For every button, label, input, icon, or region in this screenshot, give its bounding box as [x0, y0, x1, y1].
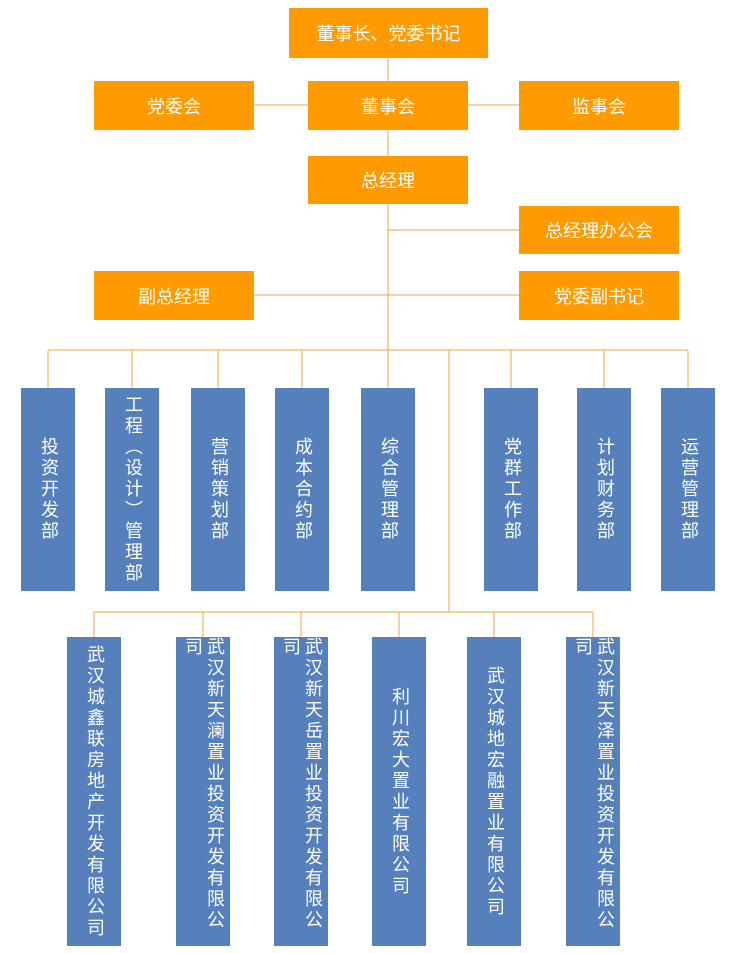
department-box: 成本合约部 — [275, 388, 329, 591]
gm-office-box: 总经理办公会 — [519, 206, 679, 254]
department-label: 营销策划部 — [208, 437, 229, 542]
department-label: 工程（设计）管理部 — [122, 395, 143, 584]
subsidiary-label: 武汉城地宏融置业有限公司 — [484, 665, 505, 918]
subsidiary-box: 武汉新天泽置业投资开发有限公司 — [566, 637, 620, 946]
subsidiary-box: 武汉城鑫联房地产开发有限公司 — [67, 637, 121, 946]
department-box: 工程（设计）管理部 — [105, 388, 159, 591]
department-label: 综合管理部 — [378, 437, 399, 542]
general-manager-label: 总经理 — [361, 171, 415, 192]
board-box: 董事会 — [308, 81, 468, 130]
subsidiary-box: 利川宏大置业有限公司 — [372, 637, 426, 946]
subsidiary-label: 武汉新天澜置业投资开发有限公司 — [182, 637, 225, 931]
department-box: 投资开发部 — [21, 388, 75, 591]
party-committee-box: 党委会 — [94, 81, 254, 130]
subsidiary-label: 利川宏大置业有限公司 — [389, 686, 410, 897]
party-deputy-secretary-box: 党委副书记 — [519, 271, 679, 320]
department-label: 成本合约部 — [292, 437, 313, 542]
general-manager-box: 总经理 — [308, 156, 468, 204]
department-box: 营销策划部 — [191, 388, 245, 591]
party-deputy-secretary-label: 党委副书记 — [554, 286, 644, 308]
subsidiary-label: 武汉城鑫联房地产开发有限公司 — [84, 644, 105, 939]
deputy-gm-label: 副总经理 — [138, 286, 210, 308]
subsidiary-box: 武汉新天澜置业投资开发有限公司 — [176, 637, 230, 946]
department-label: 党群工作部 — [501, 437, 522, 542]
supervisory-board-label: 监事会 — [572, 96, 626, 118]
subsidiary-box: 武汉新天岳置业投资开发有限公司 — [274, 637, 328, 946]
gm-office-label: 总经理办公会 — [545, 221, 653, 242]
supervisory-board-box: 监事会 — [519, 81, 679, 130]
department-box: 综合管理部 — [361, 388, 415, 591]
chairman-box: 董事长、党委书记 — [289, 8, 488, 58]
board-label: 董事会 — [361, 96, 415, 118]
department-box: 党群工作部 — [484, 388, 538, 591]
chairman-label: 董事长、党委书记 — [316, 24, 461, 45]
subsidiary-label: 武汉新天泽置业投资开发有限公司 — [572, 637, 615, 931]
department-label: 计划财务部 — [594, 437, 615, 542]
subsidiary-label: 武汉新天岳置业投资开发有限公司 — [280, 637, 323, 931]
subsidiary-box: 武汉城地宏融置业有限公司 — [467, 637, 521, 946]
department-label: 运营管理部 — [678, 437, 699, 542]
department-label: 投资开发部 — [38, 437, 59, 542]
party-committee-label: 党委会 — [147, 96, 201, 118]
department-box: 运营管理部 — [661, 388, 715, 591]
department-box: 计划财务部 — [577, 388, 631, 591]
deputy-gm-box: 副总经理 — [94, 271, 254, 320]
